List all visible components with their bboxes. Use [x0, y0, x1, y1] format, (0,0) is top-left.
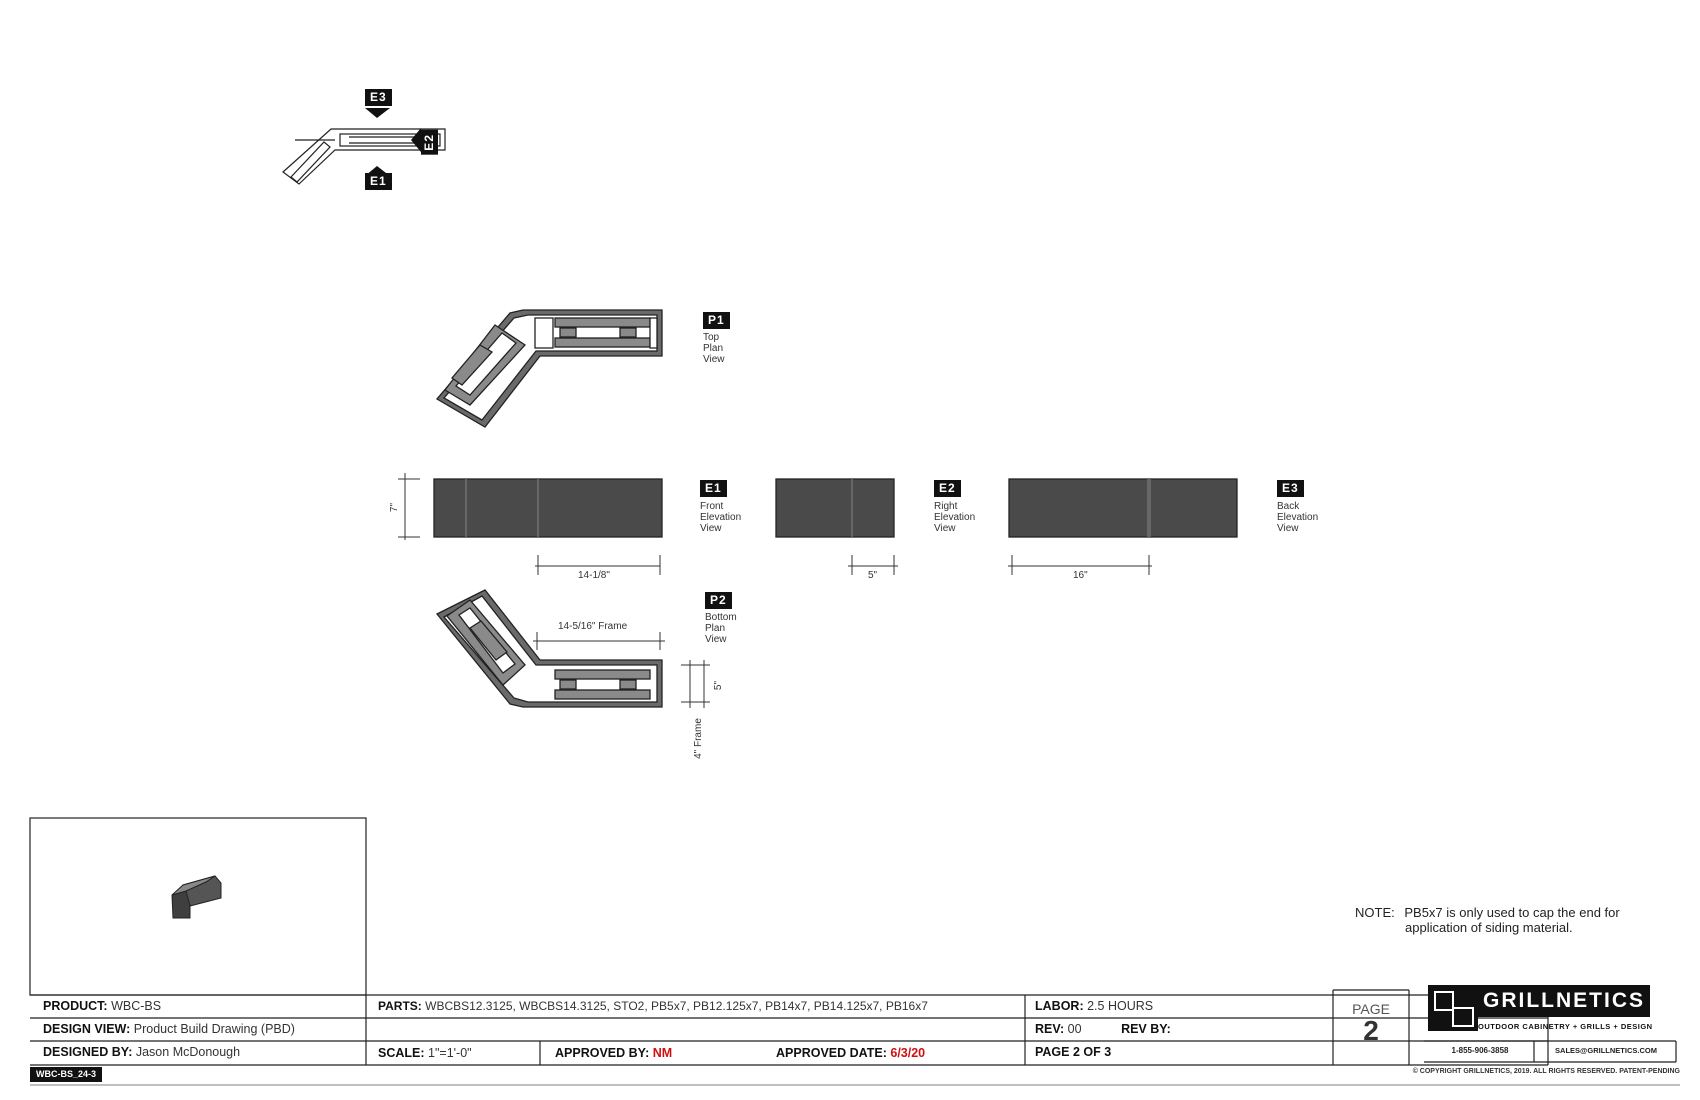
note: NOTE: PB5x7 is only used to cap the end … [1355, 905, 1620, 935]
view-label-back-elevation: Back Elevation View [1277, 501, 1319, 534]
note-line2: application of siding material. [1405, 920, 1573, 935]
view-label-bottom-plan: Bottom Plan View [705, 612, 737, 645]
product-value: WBC-BS [111, 999, 162, 1013]
doc-code: WBC-BS_24-3 [30, 1067, 103, 1082]
labor-row: LABOR: 2.5 HOURS [1035, 996, 1153, 1016]
view-label-front-elevation: Front Elevation View [700, 501, 742, 534]
rev-value: 00 [1067, 1022, 1082, 1036]
approved-date-row: APPROVED DATE: 6/3/20 [776, 1043, 925, 1063]
scale-value: 1"=1'-0" [428, 1046, 472, 1060]
dim-frame-4: 4" Frame [692, 718, 704, 759]
designed-by-value: Jason McDonough [135, 1045, 241, 1059]
key-tag-e2: E2 [421, 130, 438, 155]
copyright: © COPYRIGHT GRILLNETICS, 2019. ALL RIGHT… [1412, 1068, 1680, 1075]
view-label-right-elevation: Right Elevation View [934, 501, 976, 534]
bottom-plan-view [435, 589, 663, 708]
designed-by-label: DESIGNED BY: [43, 1045, 133, 1059]
design-view-label: DESIGN VIEW: [43, 1022, 131, 1036]
e2-arrow [411, 128, 421, 152]
front-elevation [433, 478, 663, 538]
scale-label: SCALE: [378, 1046, 425, 1060]
key-tag-e1: E1 [365, 173, 392, 190]
approved-by-value: NM [652, 1046, 673, 1060]
e3-arrow [365, 108, 390, 118]
dimension-lines [398, 473, 1152, 708]
note-label: NOTE: [1355, 905, 1395, 920]
view-tag-e3: E3 [1277, 480, 1304, 497]
page-label: PAGE [1352, 1001, 1390, 1017]
designed-by-row: DESIGNED BY: Jason McDonough [43, 1042, 240, 1062]
page-of: PAGE 2 OF 3 [1035, 1045, 1112, 1059]
view-tag-e1: E1 [700, 480, 727, 497]
design-view-value: Product Build Drawing (PBD) [133, 1022, 295, 1036]
approved-by-label: APPROVED BY: [555, 1046, 650, 1060]
product-row: PRODUCT: WBC-BS [43, 996, 161, 1016]
dim-height: 7" [389, 502, 401, 513]
page-number: 2 [1363, 1015, 1379, 1046]
view-tag-e2: E2 [934, 480, 961, 497]
right-elevation [775, 478, 895, 538]
brand-name: GRILLNETICS [1478, 985, 1650, 1017]
parts-row: PARTS: WBCBS12.3125, WBCBS14.3125, STO2,… [378, 996, 928, 1016]
view-tag-p2: P2 [705, 592, 732, 609]
product-thumbnail [171, 875, 222, 919]
dim-frame-width: 14-5/16" Frame [558, 621, 628, 632]
brand-phone: 1-855-906-3858 [1451, 1046, 1509, 1055]
brand-tagline: OUTDOOR CABINETRY + GRILLS + DESIGN [1478, 1022, 1653, 1031]
grillnetics-logo-icon [1428, 985, 1478, 1031]
dim-right-width: 5" [868, 570, 878, 581]
approved-by-row: APPROVED BY: NM [555, 1043, 672, 1063]
approved-date-value: 6/3/20 [890, 1046, 926, 1060]
rev-row: REV: 00 REV BY: [1035, 1019, 1171, 1039]
key-tag-e3: E3 [365, 89, 392, 106]
dim-back-width: 16" [1073, 570, 1088, 581]
view-tag-p1: P1 [703, 312, 730, 329]
top-plan-view [436, 309, 663, 428]
labor-label: LABOR: [1035, 999, 1084, 1013]
labor-value: 2.5 HOURS [1087, 999, 1154, 1013]
parts-value: WBCBS12.3125, WBCBS14.3125, STO2, PB5x7,… [425, 999, 928, 1013]
dim-front-width: 14-1/8" [578, 570, 610, 581]
view-label-top-plan: Top Plan View [703, 332, 725, 365]
design-view-row: DESIGN VIEW: Product Build Drawing (PBD) [43, 1019, 295, 1039]
rev-by-label: REV BY: [1121, 1022, 1171, 1036]
parts-label: PARTS: [378, 999, 422, 1013]
brand-email: SALES@GRILLNETICS.COM [1555, 1046, 1657, 1055]
scale-row: SCALE: 1"=1'-0" [378, 1043, 472, 1063]
rev-label: REV: [1035, 1022, 1065, 1036]
title-block-lines [29, 817, 1680, 1086]
note-line1: PB5x7 is only used to cap the end for [1404, 905, 1620, 920]
approved-date-label: APPROVED DATE: [776, 1046, 887, 1060]
product-label: PRODUCT: [43, 999, 108, 1013]
back-elevation [1008, 478, 1238, 538]
dim-frame-depth: 5" [713, 680, 725, 691]
